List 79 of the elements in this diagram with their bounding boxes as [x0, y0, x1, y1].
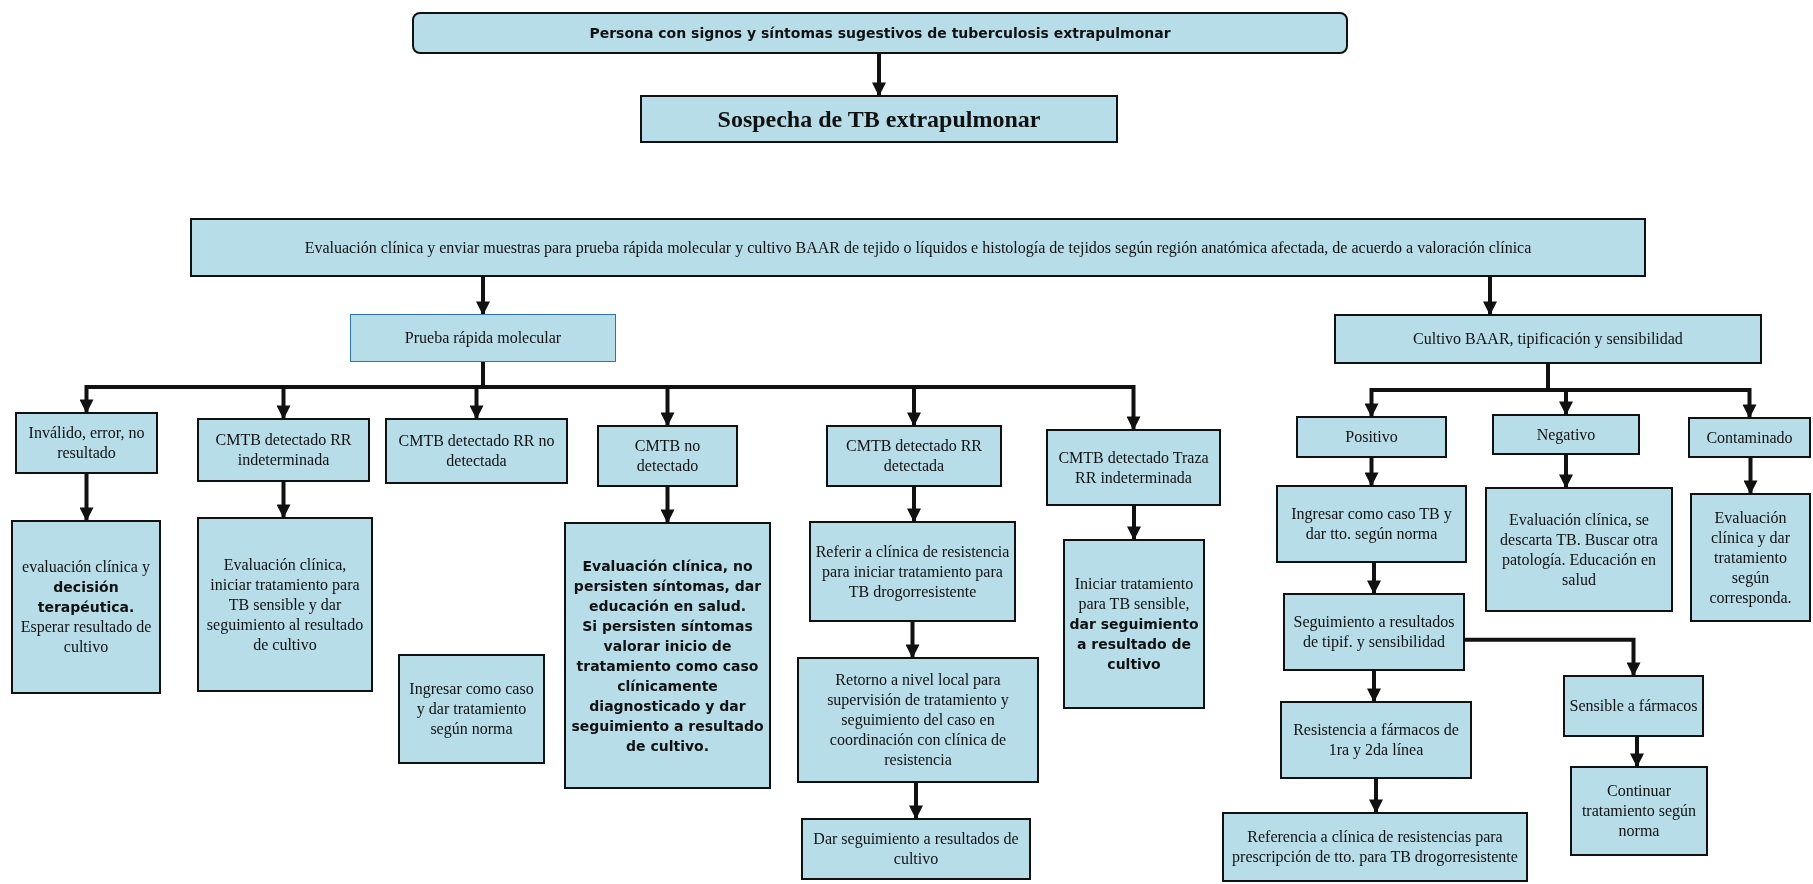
process-box — [1492, 414, 1640, 455]
process-box — [15, 412, 158, 474]
arrow — [660, 487, 675, 524]
process-box — [564, 522, 771, 789]
process-box — [1563, 675, 1704, 737]
box-text: Negativo — [1536, 424, 1596, 445]
process-box — [1046, 429, 1221, 506]
process-box — [1334, 314, 1762, 364]
process-box — [1283, 593, 1465, 671]
arrow — [79, 474, 94, 522]
box-text: Evaluación clínica, iniciar tratamiento para TB sensible y dar seguimiento al resultado de cultivo — [205, 554, 365, 655]
arrow — [1364, 458, 1379, 487]
box-text: Ingresar como caso TB y dar tto. según norma — [1290, 504, 1453, 544]
box-text: CMTB detectado Traza RR indeterminada — [1057, 447, 1210, 488]
box-text: Resistencia a fármacos de 1ra y 2da línea — [1292, 720, 1460, 760]
process-box — [197, 418, 370, 482]
box-text: Persona con signos y síntomas sugestivos de tuberculosis extrapulmonar — [589, 24, 1171, 43]
start-box — [412, 12, 1348, 54]
process-box — [797, 657, 1039, 783]
box-text: Contaminado — [1706, 427, 1793, 448]
process-box — [826, 425, 1002, 487]
box-text: Ingresar como caso y dar tratamiento según norma — [408, 679, 535, 739]
process-box — [398, 654, 545, 764]
arrow — [1559, 455, 1573, 489]
box-text: CMTB detectado RR indeterminada — [214, 430, 353, 470]
arrow — [1743, 458, 1758, 495]
process-box — [801, 818, 1031, 880]
process-box — [1276, 485, 1467, 563]
box-text: Positivo — [1345, 427, 1398, 447]
box-text: Cultivo BAAR, tipificación y sensibilidad — [1413, 329, 1683, 349]
box-text: Inválido, error, no resultado — [27, 423, 146, 463]
process-box — [597, 425, 738, 487]
process-box — [809, 521, 1016, 622]
process-box — [1222, 812, 1528, 882]
box-text: Evaluación clínica, no persisten síntomas, dar educación en salud. — [572, 556, 763, 616]
arrow — [1367, 671, 1381, 703]
box-text: Evaluación clínica y dar tratamiento según corresponda. — [1708, 507, 1793, 608]
process-box — [1296, 416, 1447, 458]
arrow — [1483, 277, 1497, 316]
process-box — [385, 418, 568, 484]
arrow — [1369, 779, 1383, 814]
box-text: Sospecha de TB extrapulmonar — [717, 105, 1041, 133]
process-box — [1485, 487, 1673, 612]
arrow — [1630, 737, 1644, 768]
process-box — [197, 517, 373, 692]
box-text: Referir a clínica de resistencia para iniciar tratamiento para TB drogorresistente — [815, 541, 1010, 602]
process-box — [1063, 539, 1205, 709]
box-text: Dar seguimiento a resultados de cultivo — [812, 829, 1020, 869]
arrow — [1465, 637, 1641, 677]
box-text: Si persisten síntomas valorar inicio de tratamiento como caso clínicamente diagnosticado y dar seguimiento a resultado de cultivo. — [570, 616, 765, 756]
arrow — [909, 783, 923, 820]
box-text: Evaluación clínica y enviar muestras para prueba rápida molecular y cultivo BAAR de tejido o líquidos e histología de tejidos según región anatómica afectada, de acuerdo a valoración clínica — [304, 237, 1532, 258]
process-box — [1690, 493, 1811, 622]
arrow — [1367, 563, 1381, 595]
box-text: CMTB detectado RR detectada — [845, 436, 983, 476]
box-text: CMTB no detectado — [633, 436, 702, 476]
process-box — [190, 218, 1646, 277]
box-text: Prueba rápida molecular — [404, 328, 562, 348]
box-text: Continuar tratamiento según norma — [1580, 781, 1698, 841]
arrow — [907, 487, 921, 523]
process-box — [1688, 417, 1811, 458]
box-text: CMTB detectado RR no detectada — [397, 431, 556, 471]
process-box — [640, 95, 1118, 143]
arrow — [276, 482, 291, 519]
box-text: Seguimiento a resultados de tipif. y sensibilidad — [1292, 612, 1456, 652]
process-box — [1280, 701, 1472, 779]
arrow — [872, 54, 886, 97]
arrow — [476, 277, 490, 316]
arrow — [905, 622, 920, 659]
process-box — [11, 520, 161, 694]
box-text: Evaluación clínica, se descarta TB. Buscar otra patología. Educación en salud — [1499, 509, 1659, 590]
box-text: Referencia a clínica de resistencias para prescripción de tto. para TB drogorresistente — [1231, 827, 1519, 867]
process-box — [350, 314, 616, 362]
process-box — [1570, 766, 1708, 856]
box-text: Iniciar tratamiento para TB sensible, dar seguimiento a resultado de cultivo — [1069, 574, 1199, 674]
box-text: evaluación clínica y decisión terapéutica. Esperar resultado de cultivo — [19, 557, 153, 657]
box-text: Sensible a fármacos — [1569, 696, 1698, 716]
box-text: Retorno a nivel local para supervisión de tratamiento y seguimiento del caso en coordinación con clínica de resistencia — [826, 670, 1010, 770]
arrow — [1127, 506, 1141, 541]
